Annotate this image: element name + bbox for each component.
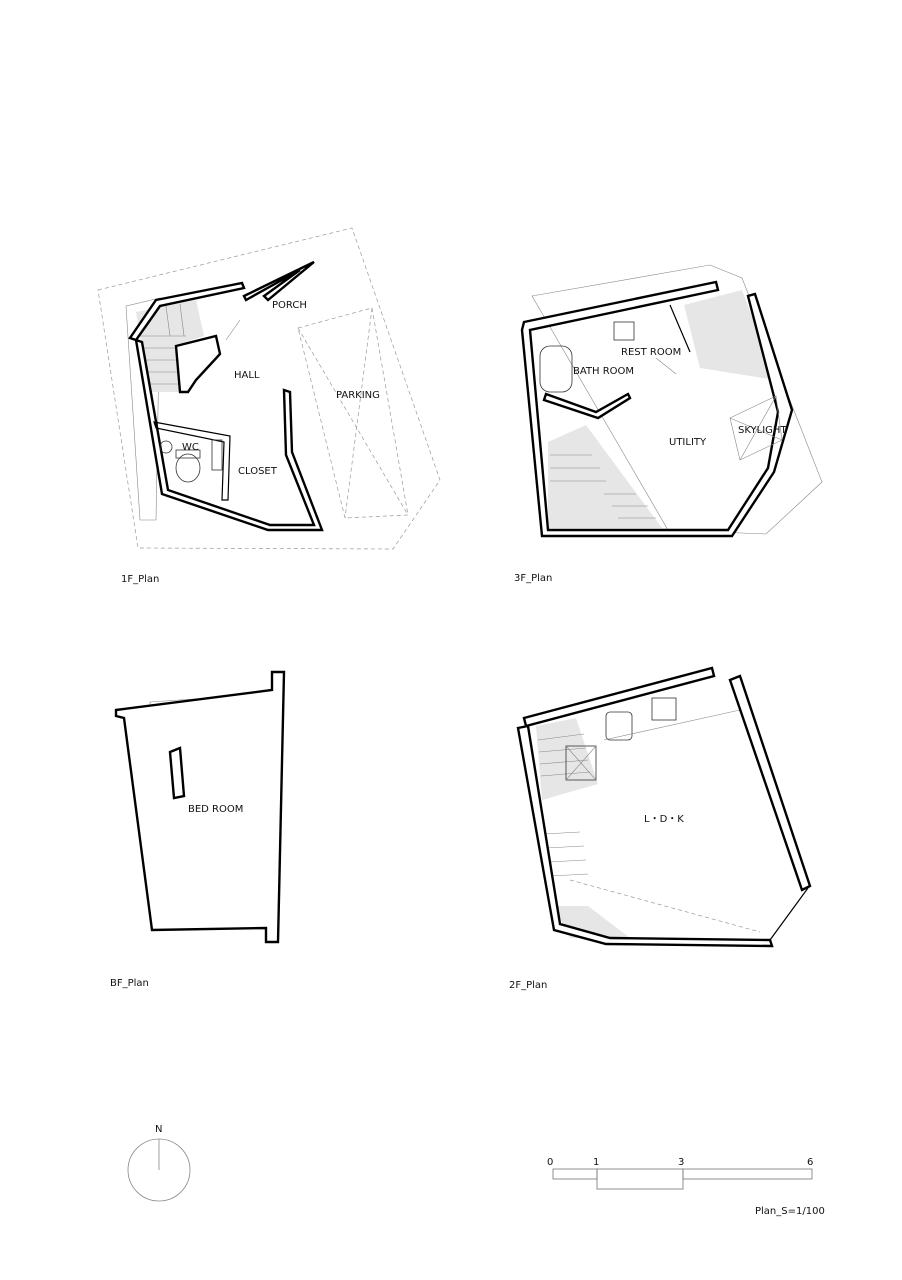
- stair-2f-upper: [536, 718, 598, 800]
- kitchen-sink-icon: [605, 711, 633, 741]
- scale-seg-1: [552, 1168, 598, 1180]
- scale-seg-3: [682, 1168, 813, 1180]
- scale-tick-0: 0: [547, 1157, 553, 1168]
- room-porch: PORCH: [272, 300, 307, 311]
- room-parking: PARKING: [336, 390, 380, 401]
- skylight-diag-1: [729, 417, 783, 441]
- north-arrow: N: [127, 1124, 191, 1202]
- plan-3f: REST ROOM BATH ROOM UTILITY SKYLIGHT 3F_…: [514, 264, 823, 584]
- plan-bf: BED ROOM BF_Plan: [110, 670, 286, 989]
- closet-shelf: [211, 439, 223, 471]
- stair-3f: [548, 425, 662, 528]
- wall-2f-outer: [522, 666, 716, 728]
- room-ldk: L・D・K: [644, 814, 684, 825]
- room-wc: WC: [182, 442, 199, 453]
- scale-tick-6: 6: [807, 1157, 813, 1168]
- wall-3f-bath: [542, 392, 632, 420]
- caption-3f: 3F_Plan: [514, 573, 552, 584]
- room-bath: BATH ROOM: [573, 366, 634, 377]
- parking-diag-1: [297, 327, 409, 516]
- void-2f: [565, 745, 597, 781]
- room-hall: HALL: [234, 370, 260, 381]
- room-bed: BED ROOM: [188, 804, 243, 815]
- skylight-diag-2: [739, 395, 777, 461]
- sink-icon: [159, 440, 173, 454]
- dash-line-2f: [569, 879, 761, 933]
- caption-2f: 2F_Plan: [509, 980, 547, 991]
- north-label: N: [155, 1124, 162, 1135]
- scale-seg-2: [596, 1168, 684, 1190]
- bathtub-icon: [539, 345, 573, 393]
- stair-treads-2f: [537, 733, 591, 877]
- room-utility: UTILITY: [669, 437, 707, 448]
- toilet-tank-icon: [175, 449, 201, 459]
- scale-label: Plan_S=1/100: [755, 1206, 825, 1217]
- void-3f: [684, 290, 776, 380]
- wall-2f-right: [728, 674, 812, 892]
- caption-bf: BF_Plan: [110, 978, 149, 989]
- washbasin-icon: [613, 321, 635, 341]
- parking-outline: [297, 307, 409, 519]
- stair-treads-3f: [550, 454, 656, 519]
- scale-bar: 0 1 3 6 Plan_S=1/100: [547, 1157, 825, 1217]
- toilet-icon: [175, 453, 201, 483]
- void-2f-diag-2: [565, 745, 597, 781]
- plan-2f: L・D・K 2F_Plan: [509, 666, 812, 991]
- wall-bf-inner: [168, 746, 186, 800]
- site-boundary-1f: [97, 227, 441, 550]
- wall-bf-outer: [114, 670, 286, 944]
- room-closet: CLOSET: [238, 466, 278, 477]
- scale-tick-3: 3: [678, 1157, 684, 1168]
- door-swing-3f: [655, 357, 677, 375]
- wall-3f-rest: [669, 304, 691, 353]
- door-swing-1f: [225, 319, 241, 341]
- room-rest: REST ROOM: [621, 347, 681, 358]
- wall-3f-outer: [520, 280, 794, 538]
- scale-tick-1: 1: [593, 1157, 599, 1168]
- stair-1f: [136, 300, 204, 392]
- parking-diag-2: [344, 307, 373, 519]
- counter-line-2f: [603, 709, 741, 741]
- plan-1f: PORCH HALL PARKING WC CLOSET 1F_Plan: [97, 227, 441, 585]
- wall-1f-outer: [128, 281, 324, 532]
- wall-2f-corner: [769, 887, 809, 941]
- cooktop-icon: [651, 697, 677, 721]
- aux-outline-1f: [125, 297, 161, 521]
- wall-1f-porch: [242, 260, 315, 302]
- caption-1f: 1F_Plan: [121, 574, 159, 585]
- wall-1f-core: [174, 334, 222, 394]
- room-skylight: SKYLIGHT: [738, 425, 787, 436]
- wc-walls: [153, 421, 231, 501]
